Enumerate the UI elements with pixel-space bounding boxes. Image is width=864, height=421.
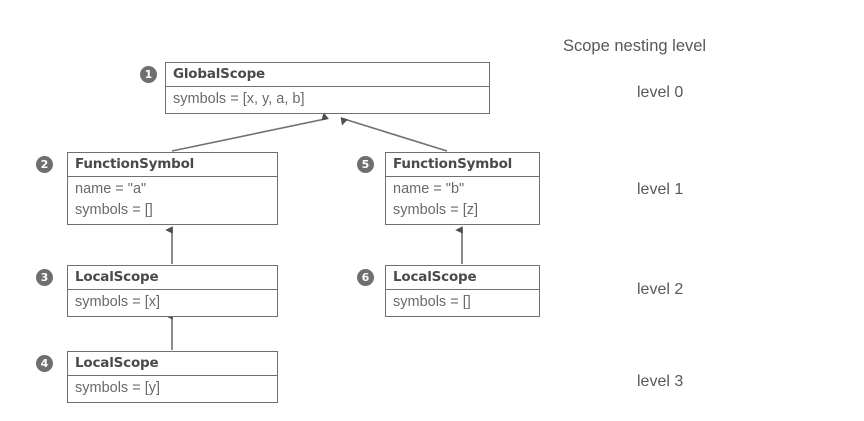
node-localscope-empty-attr-symbols: symbols = [] (393, 294, 471, 310)
node-localscope-empty-title: LocalScope (386, 266, 539, 290)
edge-funcsymbol-a-to-globalscope (171, 112, 329, 152)
edge-funcsymbol-b-to-globalscope (340, 117, 448, 152)
node-localscope-y-body: symbols = [y] (68, 376, 277, 402)
node-badge-3: 3 (36, 269, 53, 286)
node-funcsymbol-b-attr-symbols: symbols = [z] (393, 202, 479, 218)
node-localscope-x-body: symbols = [x] (68, 290, 277, 316)
node-localscope-y-title: LocalScope (68, 352, 277, 376)
node-badge-1: 1 (140, 66, 157, 83)
node-localscope-x-title: LocalScope (68, 266, 277, 290)
node-localscope-x-attr-symbols: symbols = [x] (75, 294, 161, 310)
node-localscope-y[interactable]: LocalScope symbols = [y] (67, 351, 278, 403)
node-globalscope-title: GlobalScope (166, 63, 489, 87)
node-funcsymbol-a[interactable]: FunctionSymbol name = "a" symbols = [] (67, 152, 278, 225)
node-badge-2: 2 (36, 156, 53, 173)
node-localscope-empty-body: symbols = [] (386, 290, 539, 316)
level-label-3: level 3 (637, 373, 684, 390)
node-funcsymbol-a-body: name = "a" symbols = [] (68, 177, 277, 224)
node-globalscope-attr-symbols: symbols = [x, y, a, b] (173, 91, 305, 107)
node-badge-5: 5 (357, 156, 374, 173)
node-funcsymbol-a-title: FunctionSymbol (68, 153, 277, 177)
node-globalscope-body: symbols = [x, y, a, b] (166, 87, 489, 113)
node-localscope-y-attr-symbols: symbols = [y] (75, 380, 161, 396)
node-funcsymbol-b-title: FunctionSymbol (386, 153, 539, 177)
node-localscope-x[interactable]: LocalScope symbols = [x] (67, 265, 278, 317)
node-badge-6: 6 (357, 269, 374, 286)
node-funcsymbol-b-body: name = "b" symbols = [z] (386, 177, 539, 224)
node-badge-4: 4 (36, 355, 53, 372)
node-funcsymbol-b-attr-name: name = "b" (393, 181, 465, 197)
level-label-1: level 1 (637, 181, 684, 198)
node-funcsymbol-b[interactable]: FunctionSymbol name = "b" symbols = [z] (385, 152, 540, 225)
node-localscope-empty[interactable]: LocalScope symbols = [] (385, 265, 540, 317)
level-label-0: level 0 (637, 84, 684, 101)
legend-title: Scope nesting level (563, 37, 707, 55)
level-label-2: level 2 (637, 281, 684, 298)
node-globalscope[interactable]: GlobalScope symbols = [x, y, a, b] (165, 62, 490, 114)
node-funcsymbol-a-attr-name: name = "a" (75, 181, 147, 197)
node-funcsymbol-a-attr-symbols: symbols = [] (75, 202, 153, 218)
